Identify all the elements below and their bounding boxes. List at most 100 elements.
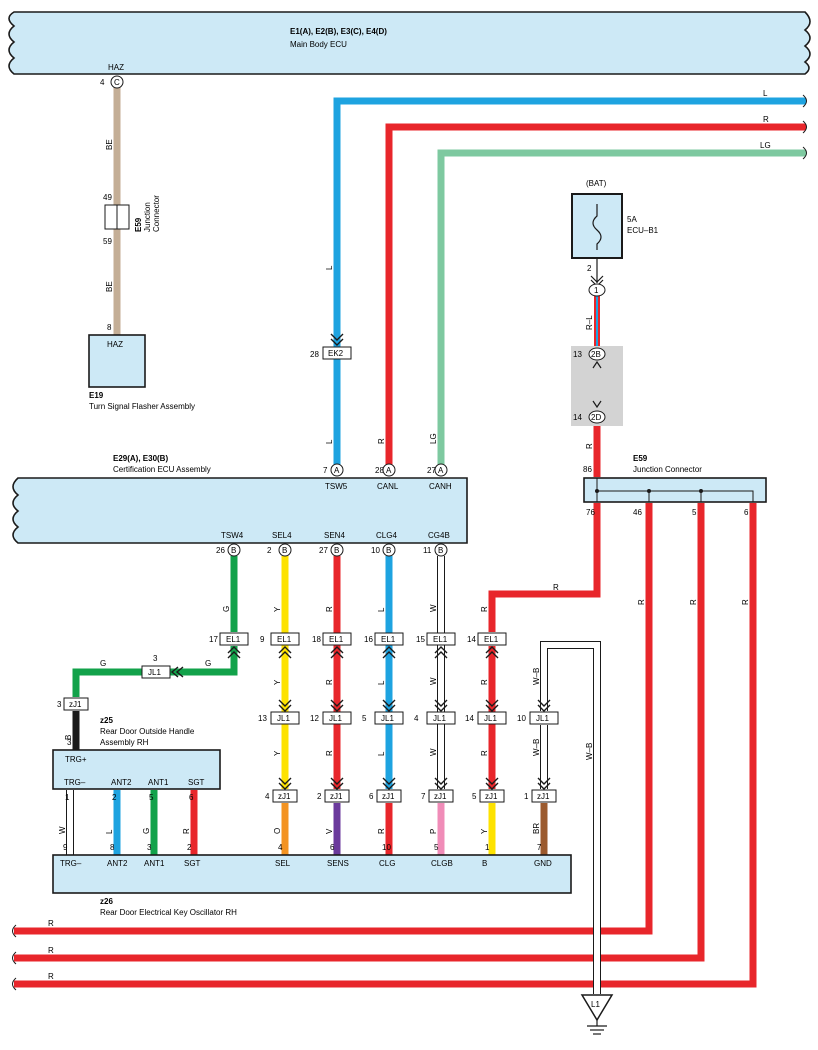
z25-wire-color: L <box>105 829 114 834</box>
el1-pin: 16 <box>364 635 373 644</box>
ek2-label: EK2 <box>328 349 344 358</box>
z26-pin-label: TRG– <box>60 859 82 868</box>
connector-ek2: L 28 EK2 <box>310 265 352 360</box>
jl1-pin: 12 <box>310 714 319 723</box>
z25-wire-color: R <box>182 828 191 834</box>
jl1-pin: 13 <box>258 714 267 723</box>
el1-chevron-icon <box>227 646 241 659</box>
el1-wire-color: G <box>222 606 231 612</box>
main-body-ecu: E1(A), E2(B), E3(C), E4(D) Main Body ECU… <box>8 11 811 89</box>
haz-pin-flasher: 8 <box>107 323 112 332</box>
z25-trg-plus: TRG+ <box>65 755 87 764</box>
jl1-pin: 14 <box>465 714 474 723</box>
e59-bus-line <box>596 478 754 502</box>
zj1-pin: 4 <box>265 792 270 801</box>
zj1-label: zJ1 <box>434 792 447 801</box>
jl1-wire-color-below: L <box>377 751 386 756</box>
cert-bottom-pin-letter: B <box>438 546 443 555</box>
zj1-chevron-icon <box>330 777 344 790</box>
z26-pin-label: CLGB <box>431 859 453 868</box>
z26-pin-num: 10 <box>382 843 391 852</box>
turn-signal-flasher: HAZ E19 Turn Signal Flasher Assembly <box>88 334 195 411</box>
z26-pin-label: ANT2 <box>107 859 128 868</box>
zj1-connector <box>376 789 402 803</box>
zj1-pin: 5 <box>472 792 477 801</box>
el1-connector <box>477 632 507 646</box>
bat-wire-color: R–L <box>585 315 594 330</box>
jl1-label: JL1 <box>484 714 497 723</box>
jl1-pin: 10 <box>517 714 526 723</box>
z25-pin-label: ANT1 <box>148 778 169 787</box>
main-ecu-subtitle: Main Body ECU <box>290 40 347 49</box>
z26-name: Rear Door Electrical Key Oscillator RH <box>100 908 237 917</box>
e59-pin-num: 46 <box>633 508 642 517</box>
cert-bottom-pin-label: TSW4 <box>221 531 244 540</box>
e19-name: Turn Signal Flasher Assembly <box>89 402 195 411</box>
cert-ecu-title: E29(A), E30(B) <box>113 454 168 463</box>
bus-wire-label-6: R <box>741 599 750 605</box>
zj1-pin: 7 <box>421 792 426 801</box>
jl1-wire-color-below: W <box>429 748 438 756</box>
cert-bottom-pin-letter: B <box>386 546 391 555</box>
wire-r-canl <box>385 123 806 467</box>
connector-zj1-left: 3 zJ1 B 3 <box>57 697 89 747</box>
zj1-connector <box>479 789 505 803</box>
el1-pin: 9 <box>260 635 265 644</box>
zj1-chevron-icon <box>485 777 499 790</box>
jl1-g-color-right: G <box>205 659 211 668</box>
ek2-wire-color-top: L <box>325 265 334 270</box>
el1-chevron-icon <box>485 646 499 659</box>
zj1-wire-color: V <box>325 828 334 834</box>
z26-pin-num: 5 <box>434 843 439 852</box>
jl1-chevron-icon <box>537 699 551 712</box>
jl1-connector <box>426 711 456 725</box>
el1-connector <box>322 632 352 646</box>
wire-e59-5 <box>14 503 705 962</box>
z26-pin-label: CLG <box>379 859 395 868</box>
zj1-wire-color: P <box>429 829 438 834</box>
jl1-label: JL1 <box>433 714 446 723</box>
cert-bottom-pin-num: 2 <box>267 546 272 555</box>
el1-label: EL1 <box>484 635 499 644</box>
wire-e59-6 <box>14 503 757 988</box>
haz-wire-color-bottom: BE <box>105 281 114 292</box>
fuse-icon <box>592 204 602 250</box>
z25-wire-color: W <box>58 826 67 834</box>
cert-bottom-pin-letter: B <box>334 546 339 555</box>
zj1-pin: 2 <box>317 792 322 801</box>
z25-pin-num: 1 <box>65 793 70 802</box>
zj1-connector <box>272 789 298 803</box>
bat-pin-in: 1 <box>594 286 599 295</box>
bat-label: (BAT) <box>586 179 607 188</box>
z25-outside-handle: z25 Rear Door Outside Handle Assembly RH… <box>52 716 221 834</box>
cert-bottom-pin-num: 27 <box>319 546 328 555</box>
bottom-wire-2-label: R <box>48 946 54 955</box>
el1-connector <box>374 632 404 646</box>
el1-pin: 18 <box>312 635 321 644</box>
el1-wire-color: W <box>429 604 438 612</box>
zj1-left-pin: 3 <box>57 700 62 709</box>
el1-wire-color: Y <box>273 606 282 612</box>
z26-pin-num: 9 <box>63 843 68 852</box>
wire-e59-46 <box>14 503 653 935</box>
zj1-left-label: zJ1 <box>69 700 82 709</box>
zj1-label: zJ1 <box>278 792 291 801</box>
jl1-chevron-icon <box>330 699 344 712</box>
el1-label: EL1 <box>381 635 396 644</box>
right-wire-break-marks <box>802 94 807 160</box>
jl1-wire-color-below: R <box>325 750 334 756</box>
bat-pin-out: 2 <box>587 264 592 273</box>
canl-wire-color: R <box>377 438 386 444</box>
zj1-pin: 6 <box>369 792 374 801</box>
jl1-wire-color-below: W–B <box>532 739 541 756</box>
z26-pin-label: ANT1 <box>144 859 165 868</box>
z25-wire-color: G <box>142 828 151 834</box>
main-ecu-pin-num: 4 <box>100 78 105 87</box>
wire-g-jl1-zj1 <box>72 668 142 697</box>
e59-pin-top: 86 <box>583 465 592 474</box>
el1-chevron-icon <box>434 646 448 659</box>
jl1-chevron-icon <box>278 699 292 712</box>
zj1-wire-color: O <box>273 828 282 834</box>
